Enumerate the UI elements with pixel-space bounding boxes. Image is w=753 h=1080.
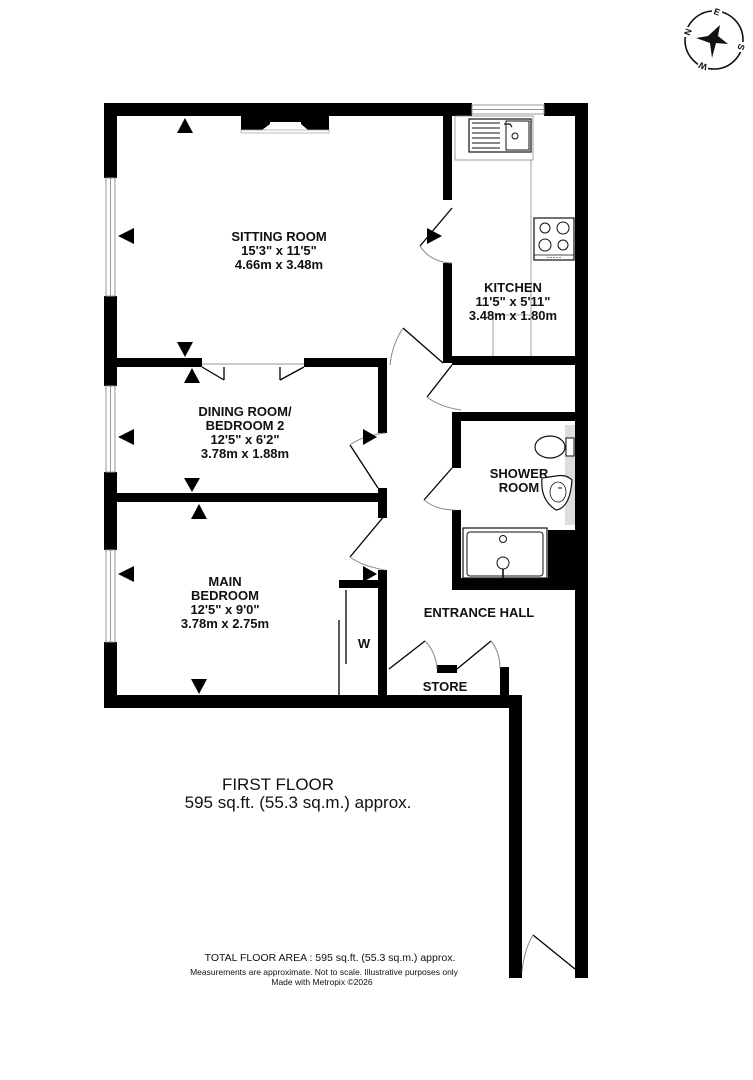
svg-text:12'5" x 9'0": 12'5" x 9'0" [190,602,259,617]
svg-text:3.78m x 2.75m: 3.78m x 2.75m [181,616,269,631]
svg-text:ROOM: ROOM [499,480,539,495]
hob-icon [533,217,575,261]
floor-area: 595 sq.ft. (55.3 sq.m.) approx. [185,793,412,812]
fireplace [262,122,308,130]
toilet-icon [534,435,575,459]
room-kitchen: KITCHEN 11'5" x 5'11" 3.48m x 1.80m [469,280,557,323]
floor-title: FIRST FLOOR [222,775,334,794]
svg-text:SITTING ROOM: SITTING ROOM [231,229,326,244]
svg-text:15'3" x 11'5": 15'3" x 11'5" [241,243,317,258]
room-shower-room: SHOWER ROOM [490,466,549,495]
svg-text:11'5" x 5'11": 11'5" x 5'11" [476,294,551,309]
disclaimer: Measurements are approximate. Not to sca… [190,967,459,977]
doors [201,207,576,973]
room-entrance-hall: ENTRANCE HALL [424,605,535,620]
sink-icon [468,118,532,153]
walls [104,103,588,978]
svg-text:KITCHEN: KITCHEN [484,280,542,295]
svg-text:E: E [712,6,721,17]
bathroom-fittings [462,425,575,579]
svg-text:4.66m x 3.48m: 4.66m x 3.48m [235,257,323,272]
svg-text:W: W [697,60,709,72]
credit: Made with Metropix ©2026 [271,977,373,987]
svg-text:DINING ROOM/: DINING ROOM/ [198,404,292,419]
direction-arrows [118,118,442,694]
windows [105,104,545,643]
svg-text:BEDROOM 2: BEDROOM 2 [206,418,285,433]
svg-text:S: S [735,42,746,51]
compass-rose-icon: N E S W [682,6,747,72]
kitchen-fittings [454,115,575,356]
washbasin-icon [541,474,573,511]
room-dining-room-bedroom-2: DINING ROOM/ BEDROOM 2 12'5" x 6'2" 3.78… [198,404,292,461]
svg-text:BEDROOM: BEDROOM [191,588,259,603]
shower-tray-icon [462,527,548,579]
svg-text:3.78m x 1.88m: 3.78m x 1.88m [201,446,289,461]
svg-text:3.48m x 1.80m: 3.48m x 1.80m [469,308,557,323]
svg-text:12'5" x 6'2": 12'5" x 6'2" [210,432,279,447]
room-store: STORE [423,679,468,694]
room-main-bedroom: MAIN BEDROOM 12'5" x 9'0" 3.78m x 2.75m [181,574,269,631]
total-floor-area: TOTAL FLOOR AREA : 595 sq.ft. (55.3 sq.m… [205,952,456,964]
svg-text:N: N [682,27,694,37]
svg-text:MAIN: MAIN [208,574,241,589]
room-sitting-room: SITTING ROOM 15'3" x 11'5" 4.66m x 3.48m [231,229,326,272]
svg-text:SHOWER: SHOWER [490,466,549,481]
room-wardrobe: W [358,636,371,651]
